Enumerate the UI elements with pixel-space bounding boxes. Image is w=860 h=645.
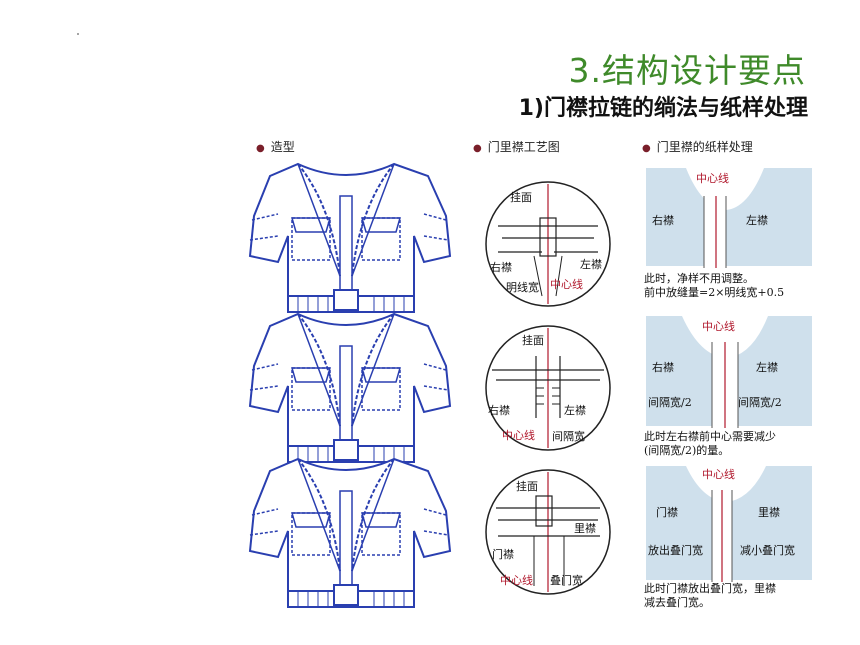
label-overlap-width: 叠门宽 (550, 573, 583, 587)
pattern-door-3: 门襟 (656, 505, 678, 519)
label-left-2: 左襟 (564, 404, 586, 417)
header-process-text: 门里襟工艺图 (487, 140, 560, 154)
label-right-1: 右襟 (490, 260, 512, 274)
pattern-note-3-line-1: 此时门襟放出叠门宽，里襟 (644, 582, 776, 595)
header-style: ● 造型 (256, 138, 295, 155)
jacket-sketch-3 (249, 458, 451, 608)
pattern-note-2-line-2: (间隔宽/2)的量。 (644, 444, 730, 457)
pattern-note-1-line-1: 此时，净样不用调整。 (644, 272, 754, 285)
label-facing-1: 挂面 (510, 190, 532, 204)
label-stitch-width: 明线宽 (506, 280, 539, 294)
header-pattern: ● 门里襟的纸样处理 (642, 138, 753, 155)
pattern-note-1-line-2: 前中放缝量=2×明线宽+0.5 (644, 286, 785, 299)
label-inner-3: 里襟 (574, 522, 596, 535)
label-center-2: 中心线 (502, 428, 535, 442)
label-door-3: 门襟 (492, 547, 514, 561)
pattern-gap-left: 间隔宽/2 (648, 395, 692, 409)
pattern-right-1: 右襟 (652, 213, 674, 227)
pattern-left-1: 左襟 (746, 214, 768, 227)
pattern-panel-1 (646, 168, 812, 266)
figure-panel: ● 造型 ● 门里襟工艺图 ● 门里襟的纸样处理 (218, 128, 818, 615)
pattern-center-1: 中心线 (696, 171, 729, 185)
label-center-1: 中心线 (550, 277, 583, 291)
pattern-note-2: 此时左右襟前中心需要减少 (间隔宽/2)的量。 (644, 430, 776, 458)
pattern-right-2: 右襟 (652, 360, 674, 374)
label-facing-3: 挂面 (516, 479, 538, 493)
header-pattern-text: 门里襟的纸样处理 (656, 140, 753, 154)
pattern-left-2: 左襟 (756, 361, 778, 374)
label-gap-width: 间隔宽 (552, 429, 585, 443)
label-left-1: 左襟 (580, 258, 602, 271)
bullet-icon: ● (473, 143, 482, 154)
header-style-text: 造型 (270, 140, 295, 154)
pattern-sub-overlap: 减小叠门宽 (740, 543, 795, 557)
header-process: ● 门里襟工艺图 (473, 138, 560, 155)
bullet-icon: ● (642, 143, 651, 154)
pattern-center-2: 中心线 (702, 319, 735, 333)
slide-title: 3.结构设计要点 (568, 51, 806, 90)
pattern-gap-right: 间隔宽/2 (738, 395, 782, 409)
bullet-icon: ● (256, 143, 265, 154)
jacket-sketch-2 (249, 313, 451, 463)
pattern-note-3-line-2: 减去叠门宽。 (644, 596, 710, 609)
pattern-note-2-line-1: 此时左右襟前中心需要减少 (644, 430, 776, 443)
label-right-2: 右襟 (488, 403, 510, 417)
pattern-note-1: 此时，净样不用调整。 前中放缝量=2×明线宽+0.5 (644, 272, 784, 300)
pattern-add-overlap: 放出叠门宽 (648, 543, 703, 557)
slide-subtitle: 1)门襟拉链的绱法与纸样处理 (518, 96, 808, 121)
decor-dot (77, 33, 79, 35)
jacket-sketches (249, 163, 451, 608)
pattern-note-3: 此时门襟放出叠门宽，里襟 减去叠门宽。 (644, 582, 776, 610)
pattern-inner-3: 里襟 (758, 506, 780, 519)
label-facing-2: 挂面 (522, 333, 544, 347)
pattern-center-3: 中心线 (702, 467, 735, 481)
process-diagrams: 挂面 右襟 左襟 明线宽 中心线 挂面 右襟 左襟 中心线 间隔宽 挂面 里襟 … (485, 181, 611, 595)
label-center-3: 中心线 (500, 573, 533, 587)
jacket-sketch-1 (249, 163, 451, 313)
pattern-diagrams: 中心线 右襟 左襟 中心线 右襟 左襟 间隔宽/2 间隔宽/2 中心线 门襟 里… (646, 168, 812, 582)
